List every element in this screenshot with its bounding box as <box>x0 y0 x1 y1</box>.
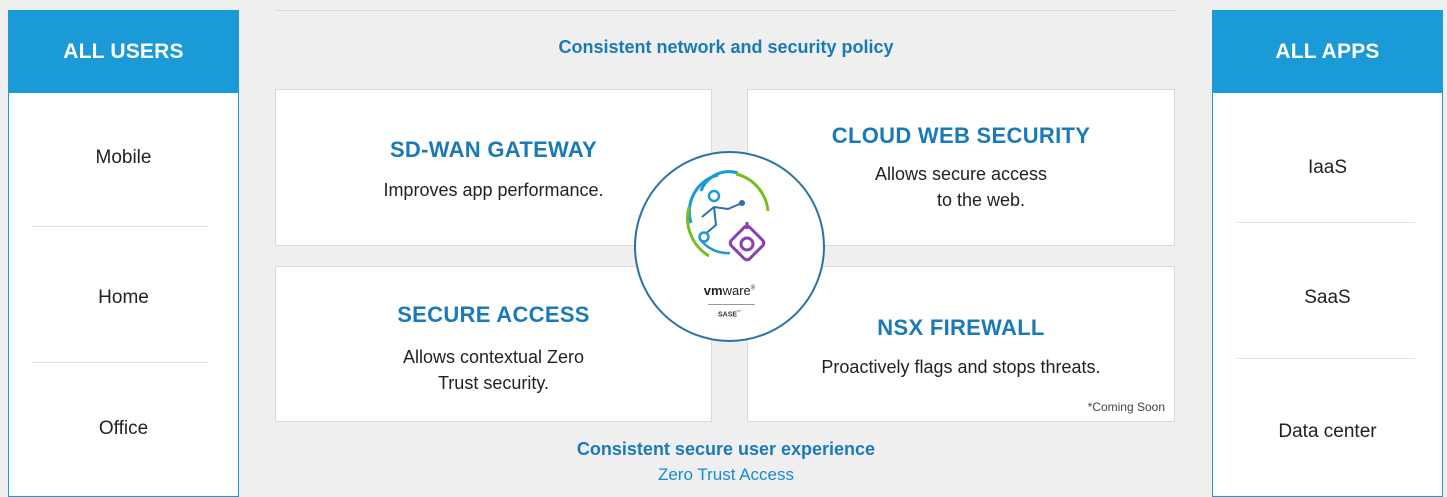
secure-access-title: SECURE ACCESS <box>397 302 590 327</box>
divider <box>1237 358 1415 359</box>
secure-access-desc-line1: Allows contextual Zero <box>402 347 585 367</box>
user-item-mobile: Mobile <box>95 147 152 168</box>
user-item-office: Office <box>98 418 149 439</box>
nsx-firewall-title: NSX FIREWALL <box>877 315 1045 340</box>
divider <box>31 226 209 227</box>
nsx-firewall-desc: Proactively flags and stops threats. <box>821 357 1101 377</box>
all-users-panel: ALL USERS Mobile Home Office <box>8 10 239 497</box>
sdwan-gateway-desc: Improves app performance. <box>383 180 604 200</box>
divider <box>1237 222 1415 223</box>
cloud-web-security-desc-line1: Allows secure access <box>874 164 1048 184</box>
policy-heading: Consistent network and security policy <box>558 37 894 57</box>
sase-product-label: SASE™ <box>717 309 742 319</box>
top-rule <box>276 10 1176 11</box>
coming-soon-note: *Coming Soon <box>1087 400 1165 414</box>
user-item-home: Home <box>98 287 149 308</box>
globe-network-icon <box>686 170 770 258</box>
secure-access-box: SECURE ACCESS Allows contextual Zero Tru… <box>275 266 712 422</box>
app-item-saas: SaaS <box>1304 287 1351 308</box>
shield-diamond-icon <box>728 222 766 262</box>
nsx-firewall-box: NSX FIREWALL Proactively flags and stops… <box>747 266 1175 422</box>
sase-logo-circle: vmware® SASE™ <box>634 151 825 342</box>
sdwan-gateway-box: SD-WAN GATEWAY Improves app performance. <box>275 89 712 246</box>
cloud-web-security-desc-line2: to the web. <box>936 190 1026 210</box>
sdwan-gateway-title: SD-WAN GATEWAY <box>389 137 598 162</box>
zero-trust-access-label: Zero Trust Access <box>657 465 795 484</box>
logo-divider <box>708 304 755 305</box>
all-users-title: ALL USERS <box>9 11 238 93</box>
divider <box>31 362 209 363</box>
vmware-logo: vmware® <box>703 283 756 298</box>
app-item-data-center: Data center <box>1278 421 1377 442</box>
all-apps-title: ALL APPS <box>1213 11 1442 93</box>
all-apps-panel: ALL APPS IaaS SaaS Data center <box>1212 10 1443 497</box>
user-experience-heading: Consistent secure user experience <box>576 439 876 459</box>
cloud-web-security-title: CLOUD WEB SECURITY <box>831 123 1091 148</box>
secure-access-desc-line2: Trust security. <box>437 373 549 393</box>
app-item-iaas: IaaS <box>1307 157 1348 178</box>
